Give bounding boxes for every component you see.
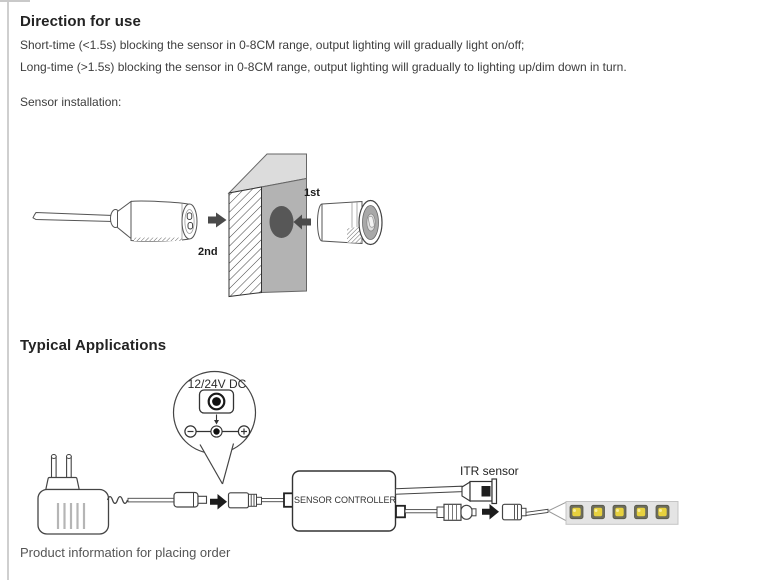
connect-arrow2-icon [482, 504, 499, 520]
sensor-controller-label: SENSOR CONTROLLER [294, 495, 397, 505]
polarity-minus-icon [184, 425, 197, 438]
wall-block [227, 153, 307, 298]
polarity-center-pin-icon [210, 425, 223, 438]
itr-sensor-cable [395, 485, 463, 495]
dc-wire [127, 497, 175, 503]
itr-sensor-connector [461, 478, 498, 505]
arrow-left-icon [293, 214, 311, 230]
led-chip [591, 504, 605, 520]
led-chip [655, 504, 670, 520]
strip-jack [501, 503, 549, 521]
polarity-arrow-icon [214, 414, 219, 425]
led-chip [634, 504, 648, 520]
typical-applications-heading: Typical Applications [20, 337, 167, 354]
callout-balloon [172, 370, 257, 485]
page-left-border [7, 0, 9, 580]
sensor-installation-label: Sensor installation: [20, 95, 122, 109]
dc-socket-icon [198, 389, 235, 414]
direction-line-short: Short-time (<1.5s) blocking the sensor i… [20, 38, 525, 52]
mounting-hole [269, 206, 294, 238]
install-step2-label: 2nd [198, 246, 218, 258]
page-corner-mark [0, 0, 30, 2]
sensor-head [317, 199, 383, 246]
direction-line-long: Long-time (>1.5s) blocking the sensor in… [20, 60, 627, 74]
direction-heading: Direction for use [20, 13, 141, 30]
install-step1-label: 1st [304, 187, 320, 199]
output-wire [404, 509, 438, 514]
strain-relief-coil [106, 496, 129, 504]
typical-application-diagram [37, 370, 679, 535]
dc-jack [227, 492, 285, 509]
sensor-cable [32, 211, 114, 223]
led-strip [546, 501, 679, 525]
power-adapter [37, 454, 129, 535]
dc-plug [173, 491, 208, 508]
cable-sensor-body [110, 200, 198, 242]
sensor-installation-diagram [32, 153, 383, 298]
connect-arrow-icon [210, 494, 227, 510]
power-spec-label: 12/24V DC [187, 377, 247, 391]
sensor-controller-box [291, 470, 397, 532]
output-plug [436, 503, 477, 521]
led-chip [569, 504, 584, 520]
controller-output-stub [395, 504, 406, 519]
itr-sensor-label: ITR sensor [460, 464, 519, 478]
product-info-label: Product information for placing order [20, 545, 231, 560]
polarity-plus-icon [237, 425, 251, 438]
arrow-right-icon [208, 212, 227, 228]
led-chip [612, 504, 627, 520]
polarity-diagram [184, 425, 251, 438]
adapter-ridges [56, 503, 86, 529]
